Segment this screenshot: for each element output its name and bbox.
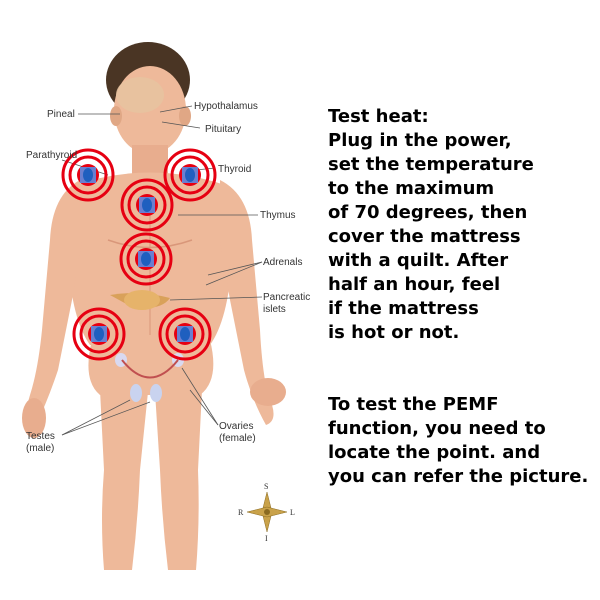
compass-letter-left: R <box>238 508 244 517</box>
anatomy-figure <box>22 42 288 570</box>
pemf-point-thyroid-right <box>163 148 217 202</box>
heat-test-line: is hot or not. <box>328 322 460 343</box>
pemf-point-adrenals <box>119 232 173 286</box>
label-thymus: Thymus <box>260 210 296 221</box>
label-adrenals: Adrenals <box>263 257 303 268</box>
pemf-points <box>61 148 217 361</box>
compass-letter-bottom: I <box>265 534 268 543</box>
pemf-test-line: function, you need to <box>328 418 546 439</box>
pemf-point-lower-left <box>72 307 126 361</box>
heat-test-line: of 70 degrees, then <box>328 202 528 223</box>
label-thyroid: Thyroid <box>218 164 252 175</box>
label-hypothalamus: Hypothalamus <box>194 101 258 112</box>
heat-test-instructions: Test heat: Plug in the power, set the te… <box>328 105 534 345</box>
heat-test-line: cover the mattress <box>328 226 521 247</box>
heat-test-line: if the mattress <box>328 298 479 319</box>
pemf-test-line: locate the point. and <box>328 442 541 463</box>
label-pancreatic: Pancreatic <box>263 292 311 303</box>
compass-rose <box>246 491 288 533</box>
pemf-test-line: To test the PEMF <box>328 394 499 415</box>
body-silhouette <box>22 42 286 570</box>
label-ovaries: Ovaries <box>219 421 254 432</box>
label-islets: islets <box>263 304 286 315</box>
label-pituitary: Pituitary <box>205 124 242 135</box>
heat-test-line: half an hour, feel <box>328 274 501 295</box>
heat-test-line: with a quilt. After <box>328 250 509 271</box>
label-pineal: Pineal <box>47 109 75 120</box>
compass-letter-top: S <box>264 482 269 491</box>
label-female: (female) <box>219 433 256 444</box>
pemf-point-thymus <box>120 178 174 232</box>
heat-test-line: Plug in the power, <box>328 130 512 151</box>
heat-test-line: to the maximum <box>328 178 495 199</box>
pemf-point-lower-right <box>158 307 212 361</box>
heat-test-line: set the temperature <box>328 154 534 175</box>
label-parathyroid: Parathyroid <box>26 150 78 161</box>
pemf-test-instructions: To test the PEMF function, you need to l… <box>328 393 588 489</box>
label-testes: Testes <box>26 431 55 442</box>
compass-letter-right: L <box>290 508 295 517</box>
heat-test-line: Test heat: <box>328 106 429 127</box>
pemf-test-line: you can refer the picture. <box>328 466 589 487</box>
label-male: (male) <box>26 443 55 454</box>
pemf-point-parathyroid-left <box>61 148 115 202</box>
